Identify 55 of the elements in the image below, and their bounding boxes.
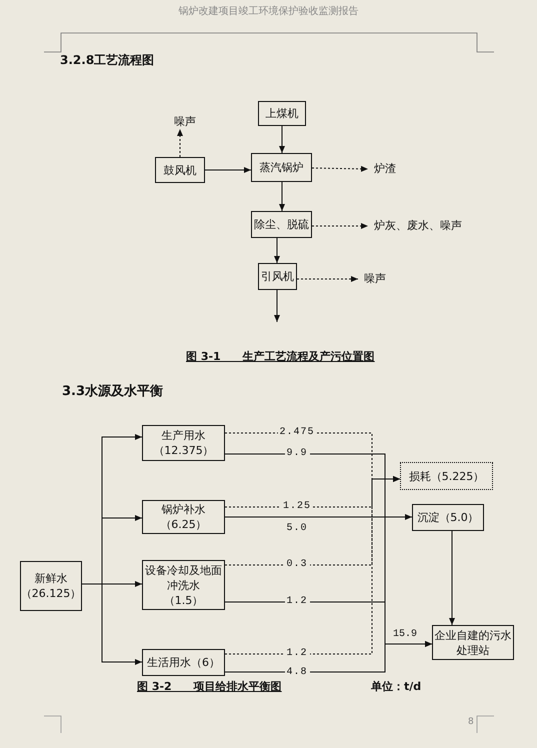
dotted-arrow <box>177 128 183 158</box>
box-text: 设备冷却及地面冲洗水 <box>144 562 223 592</box>
box-text: 锅炉补水 <box>162 502 206 517</box>
box-text: （1.5） <box>164 592 204 608</box>
output-label: 炉渣 <box>368 162 398 176</box>
box-text: （26.125） <box>20 586 82 601</box>
process-box <box>251 153 312 182</box>
arrow <box>279 182 285 212</box>
section-heading: 3.3水源及水平衡 <box>62 383 164 400</box>
process-box <box>142 425 225 461</box>
output-label: 噪声 <box>168 115 194 129</box>
process-box <box>20 561 82 611</box>
dotted-arrow <box>312 223 368 229</box>
box-text: （6.25） <box>160 517 207 532</box>
box-text: 引风机 <box>261 269 294 284</box>
output-label: 炉灰、废水、噪声 <box>368 219 472 233</box>
dotted-arrow <box>224 476 400 654</box>
box-text: 生产用水 <box>162 428 206 443</box>
dotted-arrow <box>296 276 358 282</box>
process-box <box>251 211 312 238</box>
box-text: （12.375） <box>153 443 214 458</box>
arrow <box>82 584 142 665</box>
unit-note: 单位：t/d <box>371 679 422 694</box>
process-box <box>142 649 225 676</box>
process-box <box>155 157 205 183</box>
box-text: 上煤机 <box>266 106 298 121</box>
arrow <box>279 126 285 154</box>
box-text: 蒸汽锅炉 <box>260 160 304 175</box>
arrow <box>449 530 455 626</box>
arrow <box>274 290 280 322</box>
box-text: 损耗（5.225） <box>408 468 484 484</box>
box-text: 沉淀（5.0） <box>417 510 479 525</box>
box-text: 生活用水（6） <box>147 655 220 670</box>
arrow <box>204 167 252 173</box>
output-label: 噪声 <box>358 272 388 286</box>
page-header-text: 锅炉改建项目竣工环境保护验收监测报告 <box>178 4 360 18</box>
arrow <box>274 238 280 264</box>
process-box <box>142 500 225 534</box>
page-number: 8 <box>468 717 474 727</box>
output-box <box>400 462 493 490</box>
dotted-arrow <box>312 166 368 172</box>
process-box <box>412 504 484 531</box>
box-text: 除尘、脱硫 <box>254 217 309 232</box>
box-text: 企业自建的污水处理站 <box>434 628 512 658</box>
box-text: 新鲜水 <box>34 571 68 586</box>
figure-caption: 图 3-2 项目给排水平衡图 <box>137 679 282 694</box>
flow-value: 15.9 <box>393 629 418 640</box>
section-heading: 3.2.8工艺流程图 <box>60 52 154 69</box>
arrow <box>224 641 432 672</box>
box-text: 鼓风机 <box>164 162 196 178</box>
process-box <box>142 560 225 610</box>
process-box <box>258 263 297 290</box>
figure-caption: 图 3-1 生产工艺流程及产污位置图 <box>186 349 375 364</box>
process-box <box>258 101 306 126</box>
arrow <box>224 514 412 520</box>
